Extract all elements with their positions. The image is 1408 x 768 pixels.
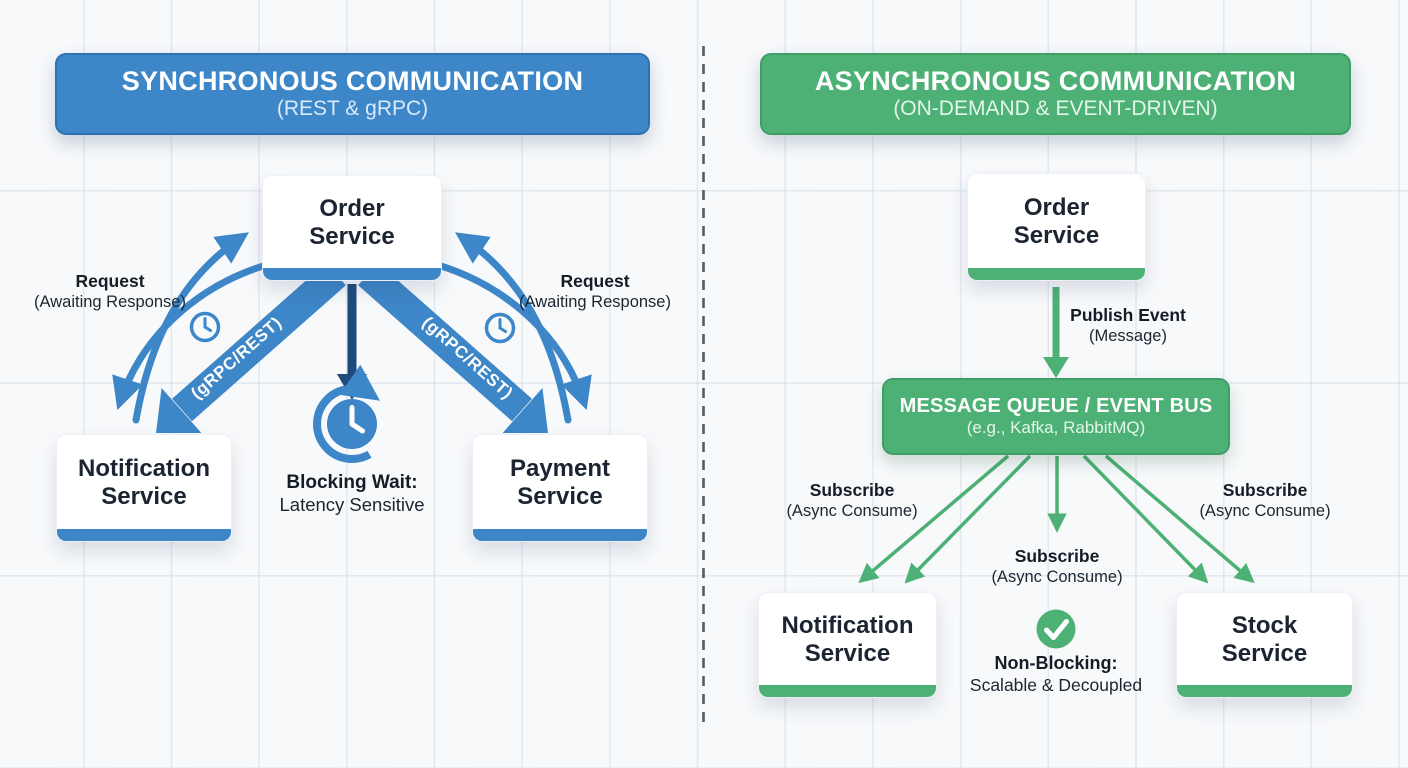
node-payment-service-sync: Payment Service bbox=[472, 434, 648, 542]
node-notification-service-sync: Notification Service bbox=[56, 434, 232, 542]
subscribe-right-subtitle: (Async Consume) bbox=[1199, 502, 1331, 521]
node-stock-service-async: Stock Service bbox=[1176, 592, 1353, 698]
subscribe-label-right: Subscribe (Async Consume) bbox=[1199, 480, 1330, 521]
blocking-wait-title: Blocking Wait: bbox=[286, 472, 418, 493]
node-order-service-async: Order Service bbox=[967, 173, 1146, 281]
node-notification-service-async: Notification Service bbox=[758, 592, 937, 698]
request-label-left-title: Request bbox=[75, 271, 145, 291]
subscribe-left-title: Subscribe bbox=[809, 480, 895, 500]
subscribe-label-center: Subscribe (Async Consume) bbox=[991, 546, 1122, 587]
arrow-payment-to-order bbox=[455, 232, 572, 424]
request-label-right-title: Request bbox=[560, 271, 630, 291]
request-label-left-subtitle: (Awaiting Response) bbox=[34, 293, 186, 312]
node-order-service-sync: Order Service bbox=[262, 175, 442, 281]
band-label-right: (gRPC/REST) bbox=[419, 313, 517, 403]
blocking-wait-subtitle: Latency Sensitive bbox=[279, 494, 425, 516]
band-label-left: (gRPC/REST) bbox=[187, 313, 285, 403]
subscribe-right-title: Subscribe bbox=[1222, 480, 1308, 500]
request-label-right-subtitle: (Awaiting Response) bbox=[519, 293, 671, 312]
publish-event-subtitle: (Message) bbox=[1089, 327, 1167, 346]
clock-icon bbox=[189, 311, 221, 343]
grpc-rest-band-arrows: (gRPC/REST) (gRPC/REST) bbox=[156, 262, 548, 433]
sync-header-title: SYNCHRONOUS COMMUNICATION bbox=[121, 66, 584, 97]
sync-header-subtitle: (REST & gRPC) bbox=[276, 97, 429, 121]
blocking-wait-label: Blocking Wait: Latency Sensitive bbox=[279, 471, 424, 517]
async-header-title: ASYNCHRONOUS COMMUNICATION bbox=[814, 66, 1297, 97]
publish-event-label: Publish Event (Message) bbox=[1070, 305, 1186, 346]
non-blocking-label: Non-Blocking: Scalable & Decoupled bbox=[970, 653, 1142, 696]
async-header: ASYNCHRONOUS COMMUNICATION (ON-DEMAND & … bbox=[760, 53, 1351, 135]
clock-icon bbox=[484, 312, 516, 344]
blocking-wait-arrow bbox=[337, 284, 367, 400]
queue-title: MESSAGE QUEUE / EVENT BUS bbox=[899, 395, 1213, 418]
node-message-queue-event-bus: MESSAGE QUEUE / EVENT BUS (e.g., Kafka, … bbox=[882, 378, 1230, 455]
check-circle-icon bbox=[1036, 609, 1076, 649]
sync-header: SYNCHRONOUS COMMUNICATION (REST & gRPC) bbox=[55, 53, 650, 135]
non-blocking-subtitle: Scalable & Decoupled bbox=[969, 674, 1143, 695]
queue-subtitle: (e.g., Kafka, RabbitMQ) bbox=[966, 418, 1146, 438]
publish-event-arrow bbox=[1043, 287, 1069, 378]
arrow-notification-to-order bbox=[132, 232, 249, 424]
subscribe-label-left: Subscribe (Async Consume) bbox=[786, 480, 917, 521]
async-header-subtitle: (ON-DEMAND & EVENT-DRIVEN) bbox=[893, 97, 1218, 121]
subscribe-center-title: Subscribe bbox=[1014, 546, 1100, 566]
publish-event-title: Publish Event bbox=[1070, 305, 1186, 325]
request-label-right: Request (Awaiting Response) bbox=[519, 271, 671, 312]
subscribe-left-subtitle: (Async Consume) bbox=[786, 502, 918, 521]
blocking-wait-clock-icon bbox=[313, 364, 380, 463]
subscribe-center-subtitle: (Async Consume) bbox=[991, 568, 1123, 587]
request-label-left: Request (Awaiting Response) bbox=[34, 271, 186, 312]
non-blocking-title: Non-Blocking: bbox=[994, 653, 1118, 673]
